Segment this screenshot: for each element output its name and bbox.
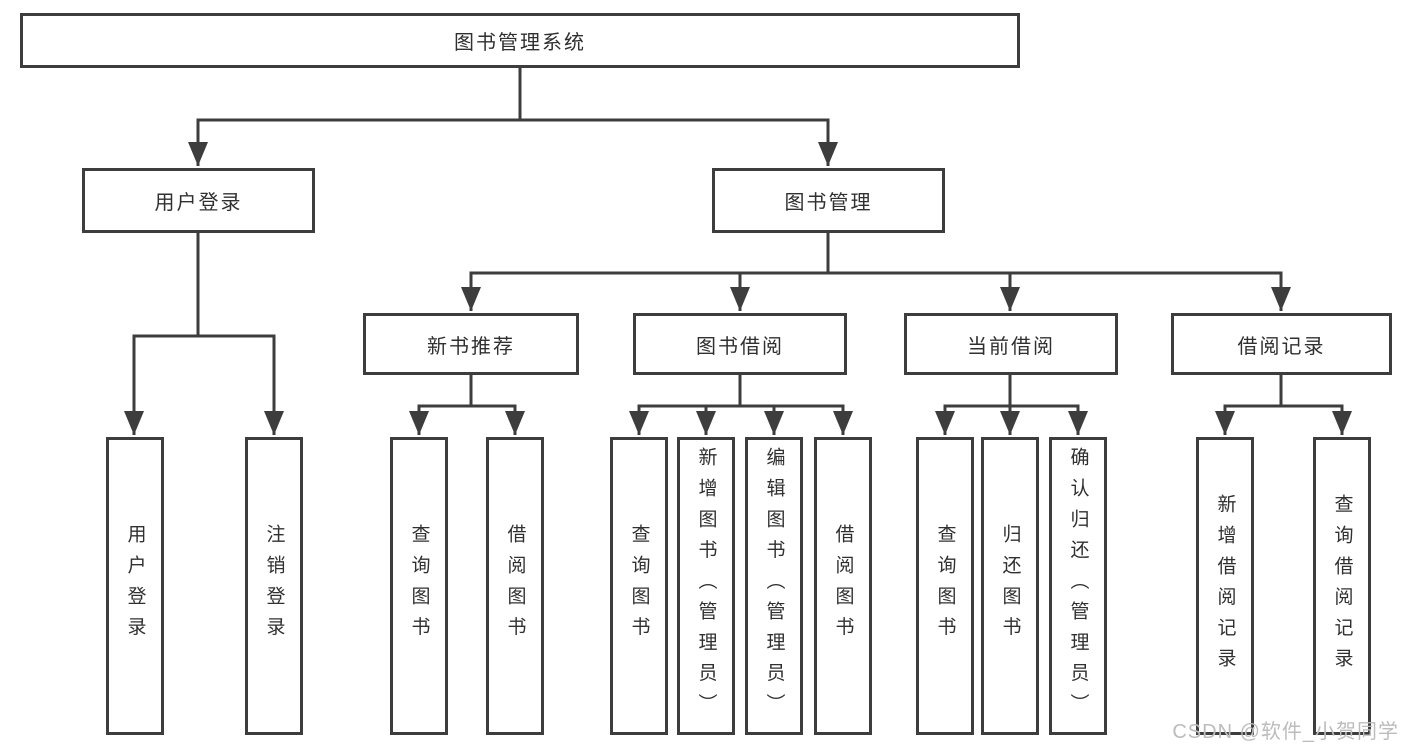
leaf-box-return-books: 归还图书	[981, 437, 1039, 735]
level3-box-book-borrowing: 图书借阅	[633, 313, 847, 375]
level3-box-label: 新书推荐	[427, 335, 515, 358]
leaf-box-label: 查询图书	[628, 524, 650, 648]
leaf-box-label: 确认归还（管理员）	[1067, 447, 1089, 725]
leaf-box-borrow-books: 借阅图书	[814, 437, 872, 735]
root-box-label: 图书管理系统	[454, 32, 586, 54]
leaf-box-query-books: 查询图书	[916, 437, 974, 735]
leaf-box-edit-books-admin: 编辑图书（管理员）	[745, 437, 803, 735]
leaf-box-confirm-return-admin: 确认归还（管理员）	[1049, 437, 1107, 735]
level3-box-label: 图书借阅	[696, 335, 784, 358]
leaf-box-add-books-admin: 新增图书（管理员）	[677, 437, 735, 735]
leaf-box-query-borrow-record: 查询借阅记录	[1313, 437, 1371, 735]
leaf-box-label: 归还图书	[999, 524, 1021, 648]
level3-box-new-book-recommend: 新书推荐	[363, 313, 579, 375]
leaf-box-label: 用户登录	[124, 524, 146, 648]
level3-box-borrowing-records: 借阅记录	[1171, 313, 1392, 375]
level2-box-user-login: 用户登录	[82, 168, 315, 233]
leaf-box-label: 编辑图书（管理员）	[763, 447, 785, 725]
leaf-box-label: 查询图书	[408, 524, 430, 648]
level3-box-label: 借阅记录	[1237, 335, 1326, 358]
level3-box-label: 当前借阅	[967, 335, 1055, 358]
leaf-box-label: 新增借阅记录	[1214, 493, 1236, 679]
leaf-box-label: 注销登录	[263, 524, 285, 648]
leaf-box-query-books: 查询图书	[610, 437, 668, 735]
leaf-box-label: 新增图书（管理员）	[695, 447, 717, 725]
level2-box-book-management: 图书管理	[712, 168, 945, 233]
level2-box-label: 图书管理	[784, 192, 873, 214]
leaf-box-logout: 注销登录	[245, 437, 303, 735]
leaf-box-query-books: 查询图书	[390, 437, 448, 735]
level2-box-label: 用户登录	[154, 192, 243, 214]
leaf-box-label: 借阅图书	[832, 524, 854, 648]
root-box-library-system: 图书管理系统	[20, 13, 1020, 68]
leaf-box-label: 查询图书	[934, 524, 956, 648]
leaf-box-label: 查询借阅记录	[1331, 493, 1353, 679]
leaf-box-add-borrow-record: 新增借阅记录	[1196, 437, 1254, 735]
level3-box-current-borrowing: 当前借阅	[904, 313, 1118, 375]
leaf-box-label: 借阅图书	[504, 524, 526, 648]
leaf-box-user-login: 用户登录	[106, 437, 164, 735]
leaf-box-borrow-books: 借阅图书	[486, 437, 544, 735]
